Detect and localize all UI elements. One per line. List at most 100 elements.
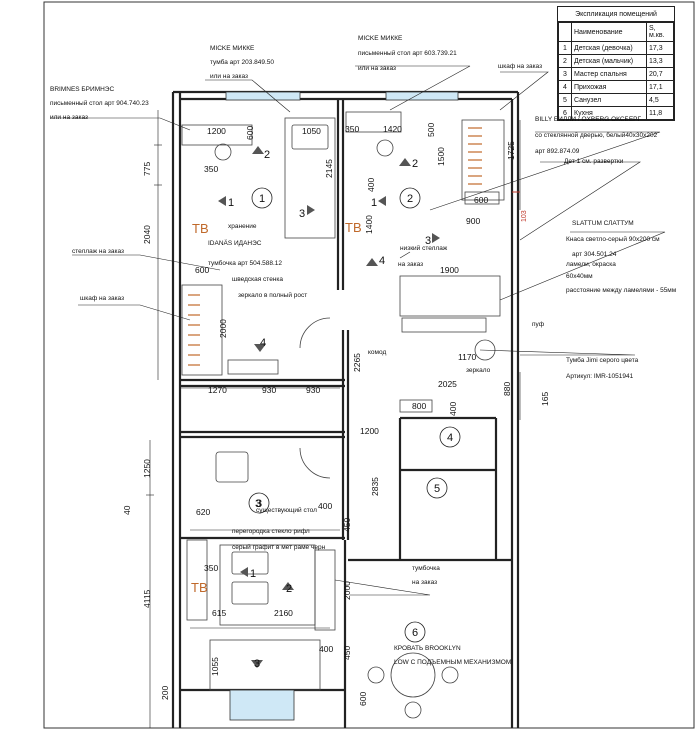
dim-930b: 930: [306, 385, 320, 395]
dim-165: 165: [540, 392, 550, 406]
room-circles: [248, 187, 461, 643]
dim-615: 615: [212, 608, 226, 618]
dim-1500: 1500: [436, 147, 446, 166]
red-dim-103: 103: [521, 210, 528, 222]
note-chest: комод: [368, 349, 386, 356]
dim-4115: 4115: [142, 589, 152, 608]
dimension-labels: 1200 600 1050 350 1420 500 1500 1725 775…: [122, 123, 550, 706]
mark-3d: 3: [254, 658, 260, 670]
dim-1200: 1200: [207, 126, 226, 136]
dim-350a: 350: [345, 124, 359, 134]
dim-600c: 600: [195, 265, 209, 275]
dim-2145: 2145: [324, 159, 334, 178]
note-billy-1: BILLY БИЛЛИ / OXBERG ОКСБЕРГ: [535, 116, 641, 123]
note-mirror-full: зеркало в полный рост: [238, 291, 307, 299]
dim-1170: 1170: [458, 352, 477, 362]
dim-2000b: 2000: [342, 581, 352, 600]
room-6-number: 6: [412, 627, 418, 639]
note-partition-1: перегородка стекло рифл: [232, 528, 310, 535]
note-slattum-6: расстояние между ламелями - 55мм: [566, 287, 677, 294]
dim-2025: 2025: [438, 379, 457, 389]
dim-900: 900: [466, 216, 480, 226]
dim-800: 800: [412, 401, 426, 411]
dim-1270: 1270: [208, 385, 227, 395]
room-3-number: 3: [256, 498, 262, 510]
dim-1050: 1050: [302, 126, 321, 136]
mark-3a: 3: [299, 208, 305, 220]
note-micke2-1: MICKE МИККЕ: [358, 35, 403, 42]
leader-lines: [50, 65, 666, 596]
note-partition-2: серый графит в мет раме черн: [232, 543, 326, 551]
dim-600d: 600: [358, 692, 368, 706]
dim-1250: 1250: [142, 459, 152, 478]
dim-500: 500: [426, 123, 436, 137]
elevation-arrows: [218, 146, 440, 668]
note-micke2-2: письменный стол арт 603.739.21: [358, 49, 457, 57]
note-idanas-1: IDANÄS ИДАНЭС: [208, 239, 262, 247]
dim-2000a: 2000: [218, 319, 228, 338]
windows: [225, 91, 459, 721]
dim-2835: 2835: [370, 477, 380, 496]
note-pouf: пуф: [532, 321, 545, 328]
note-billy-3: арт 892.874.09: [535, 148, 580, 155]
dim-400c: 400: [318, 501, 332, 511]
dim-200: 200: [160, 686, 170, 700]
mark-4b: 4: [260, 337, 266, 349]
note-micke2-3: или на заказ: [358, 65, 396, 72]
dim-1725: 1725: [506, 141, 516, 160]
dim-400a: 400: [366, 178, 376, 192]
note-slattum-5: 60х40мм: [566, 273, 593, 280]
mark-3c: 3: [255, 498, 261, 510]
note-wardrobe-top: шкаф на заказ: [498, 63, 542, 70]
row-area: 20,7: [646, 67, 674, 81]
note-brimnes-3: или на заказ: [50, 114, 88, 121]
note-swedish: шведская стенка: [232, 276, 283, 283]
note-micke1-3: или на заказ: [210, 73, 248, 80]
note-det1: Дет 1 см. развертки: [564, 158, 624, 165]
note-nightstand-2: на заказ: [412, 579, 437, 586]
dim-1900: 1900: [440, 265, 459, 275]
mark-2b: 2: [412, 158, 418, 170]
note-storage: хранение: [228, 223, 257, 230]
dim-450b: 450: [342, 646, 352, 660]
furniture: [181, 111, 505, 719]
row-area: 11,8: [646, 106, 674, 120]
note-nightstand-1: тумбочка: [412, 564, 440, 572]
note-tumba-1: Тумба Jimi серого цвета: [566, 356, 639, 364]
note-micke1-2: тумба арт 203.849.50: [210, 58, 274, 66]
note-low-shelf: низкий стеллаж: [400, 244, 448, 252]
dimension-lines: [146, 110, 521, 728]
dim-400d: 400: [319, 644, 333, 654]
dim-40: 40: [122, 505, 132, 515]
tv-label-room2: TB: [345, 220, 362, 235]
dim-775: 775: [142, 162, 152, 176]
dim-1200b: 1200: [360, 426, 379, 436]
room-4-number: 4: [447, 432, 453, 444]
note-slattum-3: арт 304.501.24: [572, 251, 617, 258]
room-1-number: 1: [259, 193, 265, 205]
mark-3b: 3: [425, 235, 431, 247]
dim-1400: 1400: [364, 215, 374, 234]
dim-600a: 600: [245, 126, 255, 140]
tv-label-room3: TB: [191, 580, 208, 595]
dim-350b: 350: [204, 164, 218, 174]
dim-600b: 600: [474, 195, 488, 205]
note-slattum-1: SLATTUM СЛАТТУМ: [572, 220, 634, 227]
note-existing-table: существующий стол: [256, 506, 317, 514]
dim-1055: 1055: [210, 657, 220, 676]
mark-1a: 1: [228, 197, 234, 209]
mark-4a: 4: [379, 255, 385, 267]
dim-2040: 2040: [142, 225, 152, 244]
dim-620: 620: [196, 507, 210, 517]
note-shelf-order: стеллаж на заказ: [72, 248, 124, 255]
note-micke1-1: MICKE МИККЕ: [210, 45, 255, 52]
mark-1c: 1: [250, 568, 256, 580]
mark-2c: 2: [286, 583, 292, 595]
mark-2a: 2: [264, 149, 270, 161]
